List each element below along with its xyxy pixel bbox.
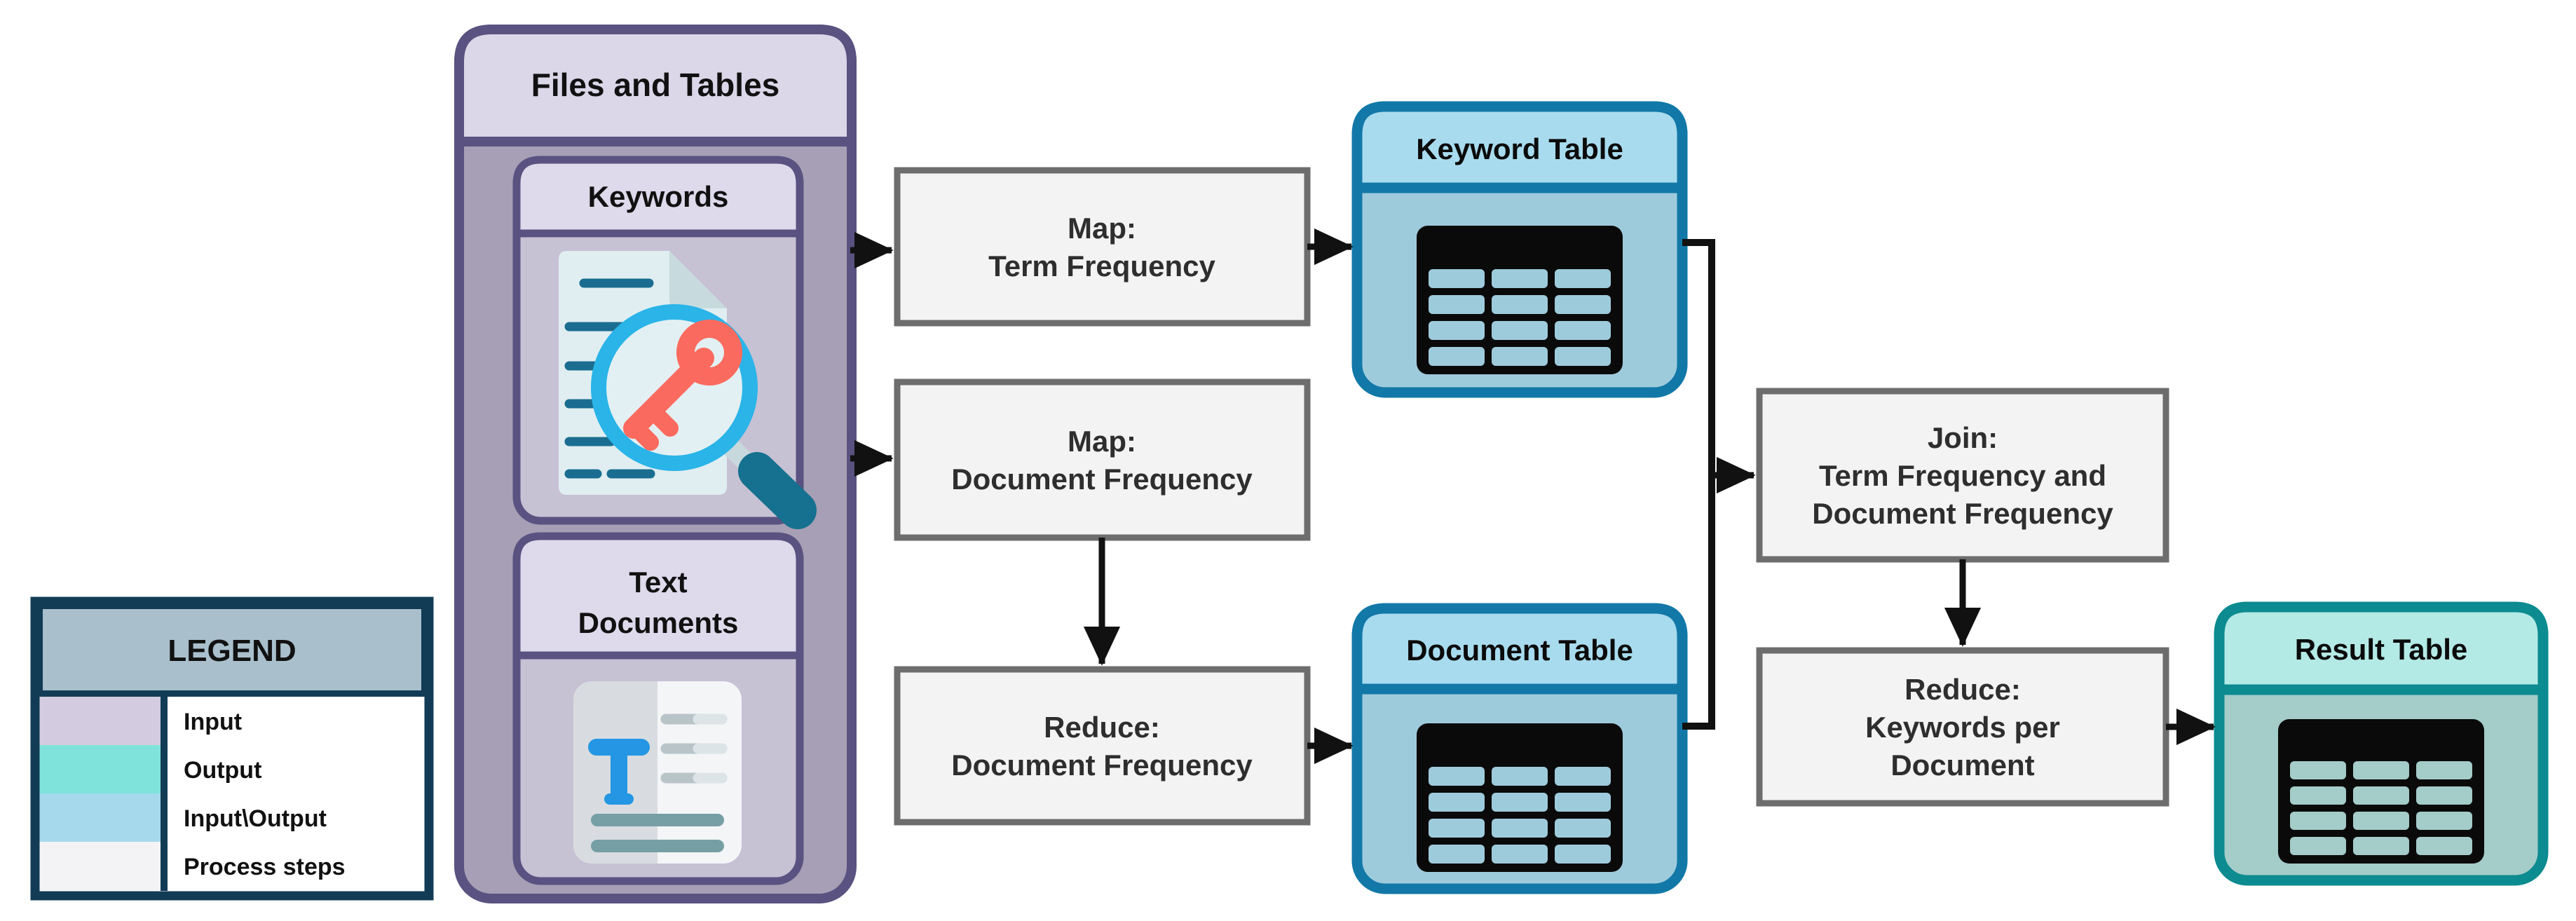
process-reduce-keywords-per-document: Reduce: Keywords per Document bbox=[1756, 647, 2169, 807]
legend-title: LEGEND bbox=[168, 634, 296, 668]
keyword-table-node: Keyword Table bbox=[1351, 101, 1688, 398]
process-box bbox=[894, 378, 1311, 541]
process-label-line2: Document Frequency bbox=[951, 749, 1253, 782]
process-reduce-document-frequency: Reduce: Document Frequency bbox=[894, 666, 1311, 826]
process-label-line3: Document Frequency bbox=[1812, 497, 2113, 530]
process-box bbox=[894, 666, 1311, 826]
process-box bbox=[894, 167, 1311, 327]
files-and-tables-header bbox=[454, 25, 857, 146]
connector-tables-merge bbox=[1682, 239, 1715, 730]
process-map-term-frequency: Map: Term Frequency bbox=[894, 167, 1311, 327]
legend-label-output: Output bbox=[184, 757, 261, 784]
process-label-line1: Reduce: bbox=[1044, 711, 1160, 744]
process-label-line2: Document Frequency bbox=[951, 463, 1253, 496]
process-join-tf-df: Join: Term Frequency and Document Freque… bbox=[1756, 388, 2169, 563]
process-box bbox=[1756, 388, 2169, 563]
legend-header-band bbox=[36, 603, 428, 697]
document-key-magnifier-icon bbox=[559, 251, 817, 529]
process-map-document-frequency: Map: Document Frequency bbox=[894, 378, 1311, 541]
text-documents-title-line2: Documents bbox=[578, 606, 739, 639]
text-documents-header bbox=[512, 532, 804, 660]
keywords-header bbox=[512, 156, 804, 238]
document-table-node: Document Table bbox=[1351, 603, 1688, 894]
legend-swatch-input-output bbox=[39, 793, 161, 842]
files-and-tables-title: Files and Tables bbox=[531, 67, 779, 103]
process-label-line1: Map: bbox=[1068, 212, 1136, 245]
legend-label-input: Input bbox=[184, 709, 242, 735]
legend-swatch-input bbox=[39, 697, 161, 745]
process-label-line1: Join: bbox=[1928, 421, 1998, 454]
legend: LEGEND Input Output Input\Output Process… bbox=[30, 596, 434, 901]
legend-swatch-output bbox=[39, 745, 161, 793]
table-grid-icon bbox=[2278, 719, 2484, 864]
keywords-title: Keywords bbox=[588, 180, 729, 213]
text-documents-node: Text Documents bbox=[512, 532, 804, 885]
keyword-table-title: Keyword Table bbox=[1416, 132, 1623, 165]
text-document-icon bbox=[573, 681, 742, 864]
legend-swatch-process-steps bbox=[39, 842, 161, 890]
legend-label-input-output: Input\Output bbox=[184, 805, 327, 832]
process-label-line2: Term Frequency bbox=[988, 250, 1215, 282]
process-label-line1: Reduce: bbox=[1904, 673, 2021, 706]
document-table-title: Document Table bbox=[1406, 634, 1633, 667]
text-documents-title-line1: Text bbox=[629, 566, 687, 599]
keywords-node: Keywords bbox=[512, 156, 817, 529]
process-label-line2: Term Frequency and bbox=[1819, 459, 2106, 492]
table-grid-icon bbox=[1417, 226, 1623, 374]
key-glyph bbox=[623, 320, 742, 451]
process-box bbox=[1756, 647, 2169, 807]
process-label-line3: Document bbox=[1890, 749, 2034, 782]
result-table-title: Result Table bbox=[2295, 633, 2468, 666]
legend-divider bbox=[161, 697, 168, 891]
document-table-header bbox=[1351, 603, 1688, 695]
legend-label-process-steps: Process steps bbox=[184, 854, 346, 880]
process-label-line1: Map: bbox=[1068, 425, 1136, 458]
files-and-tables-group: Files and Tables Keywords bbox=[454, 25, 857, 903]
result-table-node: Result Table bbox=[2214, 601, 2549, 886]
result-table-header bbox=[2214, 601, 2549, 695]
process-label-line2: Keywords per bbox=[1865, 711, 2060, 744]
flow-arrows bbox=[850, 228, 2216, 765]
keyword-table-header bbox=[1351, 101, 1688, 193]
table-grid-icon bbox=[1417, 723, 1623, 872]
